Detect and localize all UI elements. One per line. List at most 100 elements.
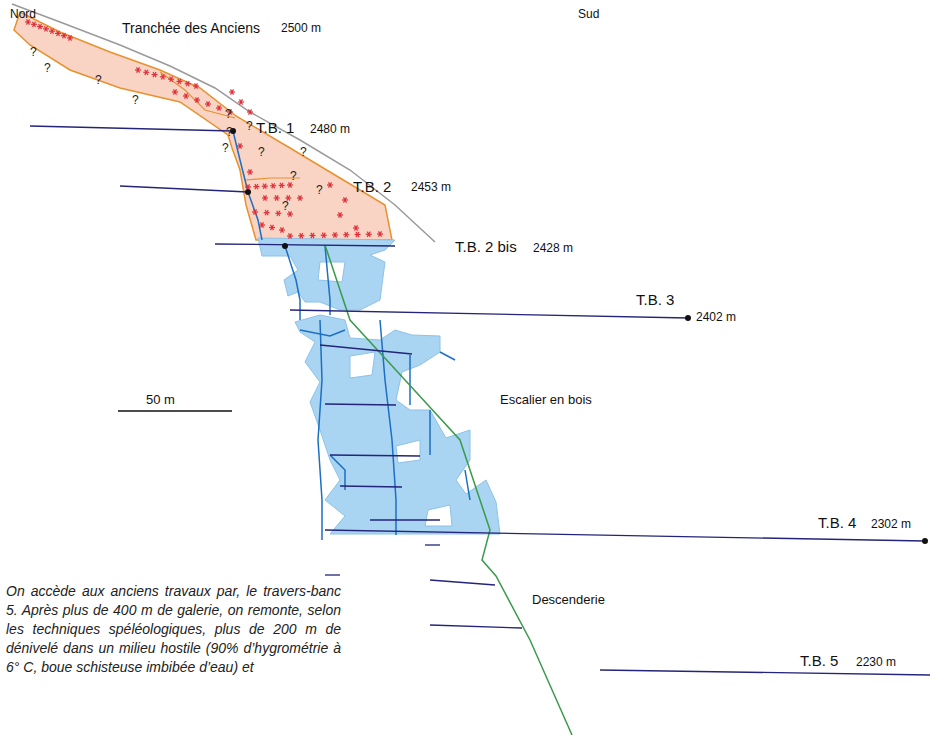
level-name: T.B. 5	[800, 652, 838, 669]
elevation-label: 2428 m	[533, 242, 573, 256]
raise	[440, 352, 455, 360]
ore-mark	[183, 93, 189, 98]
ore-mark	[355, 232, 361, 237]
elevation-label: 2230 m	[856, 656, 896, 670]
ore-mark	[176, 79, 182, 84]
level-name: T.B. 2 bis	[455, 238, 517, 255]
unknown-mark: ?	[246, 120, 253, 134]
unknown-mark: ?	[222, 142, 229, 156]
level-gallery	[600, 670, 930, 675]
elevation-label: 2302 m	[871, 518, 911, 532]
raise	[409, 355, 411, 405]
ore-mark	[194, 97, 200, 102]
ore-mark	[353, 225, 359, 230]
ore-mark	[262, 184, 268, 189]
site-name: Tranchée des Anciens	[122, 20, 260, 36]
stope	[295, 315, 500, 534]
ore-mark	[343, 232, 349, 237]
ore-mark	[216, 105, 222, 110]
ore-mark	[262, 195, 268, 200]
ore-mark	[168, 77, 174, 82]
level-gallery	[215, 244, 395, 246]
direction-label: Nord	[10, 8, 36, 22]
ore-mark	[298, 233, 304, 238]
ore-mark	[247, 169, 253, 174]
ore-mark	[321, 233, 327, 238]
raise	[248, 192, 262, 240]
level-name: T.B. 4	[818, 514, 856, 531]
ore-mark	[49, 29, 55, 34]
caption-note: On accède aux anciens travaux par, le tr…	[6, 582, 341, 677]
unknown-mark: ?	[44, 62, 51, 76]
ore-mark	[366, 232, 372, 237]
unknown-mark: ?	[258, 146, 265, 160]
ore-mark	[31, 22, 37, 27]
portal-dot	[685, 315, 691, 321]
level-gallery	[290, 310, 688, 318]
ore-mark	[238, 99, 244, 104]
ore-mark	[245, 184, 251, 189]
ore-mark	[342, 197, 348, 202]
ore-mark	[143, 70, 149, 75]
ore-mark	[193, 83, 199, 88]
elevation-label: 2453 m	[411, 181, 451, 195]
ore-mark	[269, 225, 275, 230]
unknown-mark: ?	[30, 46, 37, 60]
ore-mark	[43, 26, 49, 31]
level-name: T.B. 2	[353, 178, 391, 195]
pillar	[425, 505, 452, 526]
ore-mark	[253, 184, 259, 189]
ore-mark	[160, 74, 166, 79]
place-name: Descenderie	[532, 593, 605, 608]
ore-mark	[37, 24, 43, 29]
level-gallery	[330, 455, 420, 456]
elevation-label: 2500 m	[281, 22, 321, 36]
ore-mark	[185, 81, 191, 86]
level-gallery	[370, 519, 440, 520]
ore-mark	[172, 89, 178, 94]
ore-mark	[337, 212, 343, 217]
unknown-mark: ?	[132, 94, 139, 108]
ore-mark	[274, 195, 280, 200]
portal-dot	[922, 538, 928, 544]
ancient-workings	[14, 12, 392, 240]
level-gallery	[430, 625, 522, 628]
level-gallery	[340, 486, 402, 487]
ore-mark	[279, 183, 285, 188]
level-gallery	[325, 404, 396, 405]
elevation-label: 2480 m	[310, 123, 350, 137]
level-gallery	[320, 345, 412, 354]
level-name: T.B. 3	[636, 291, 674, 308]
raise	[330, 455, 345, 490]
scale-bar	[118, 410, 232, 411]
raise	[285, 246, 300, 320]
unknown-mark: ?	[226, 126, 233, 140]
ore-mark	[332, 232, 338, 237]
unknown-mark: ?	[282, 200, 289, 214]
ore-mark	[327, 182, 333, 187]
scale-label: 50 m	[146, 393, 175, 408]
ore-mark	[310, 233, 316, 238]
raise	[318, 320, 322, 540]
place-name: Escalier en bois	[500, 393, 592, 408]
unknown-mark: ?	[95, 74, 102, 88]
level-name: T.B. 1	[256, 119, 294, 136]
ore-mark	[377, 231, 383, 236]
ore-mark	[61, 33, 67, 38]
ore-mark	[135, 67, 141, 72]
ore-mark	[287, 182, 293, 187]
level-gallery	[120, 186, 248, 192]
portal-dot	[245, 189, 251, 195]
raise	[233, 131, 248, 192]
ore-mark	[287, 233, 293, 238]
ore-mark	[152, 72, 158, 77]
ground-surface	[12, 4, 435, 242]
level-gallery	[325, 574, 340, 575]
ore-mark	[237, 143, 243, 148]
ore-mark	[55, 31, 61, 36]
ore-mark	[264, 210, 270, 215]
ore-mark	[297, 195, 303, 200]
level-gallery	[430, 580, 495, 585]
unknown-mark: ?	[290, 170, 297, 184]
